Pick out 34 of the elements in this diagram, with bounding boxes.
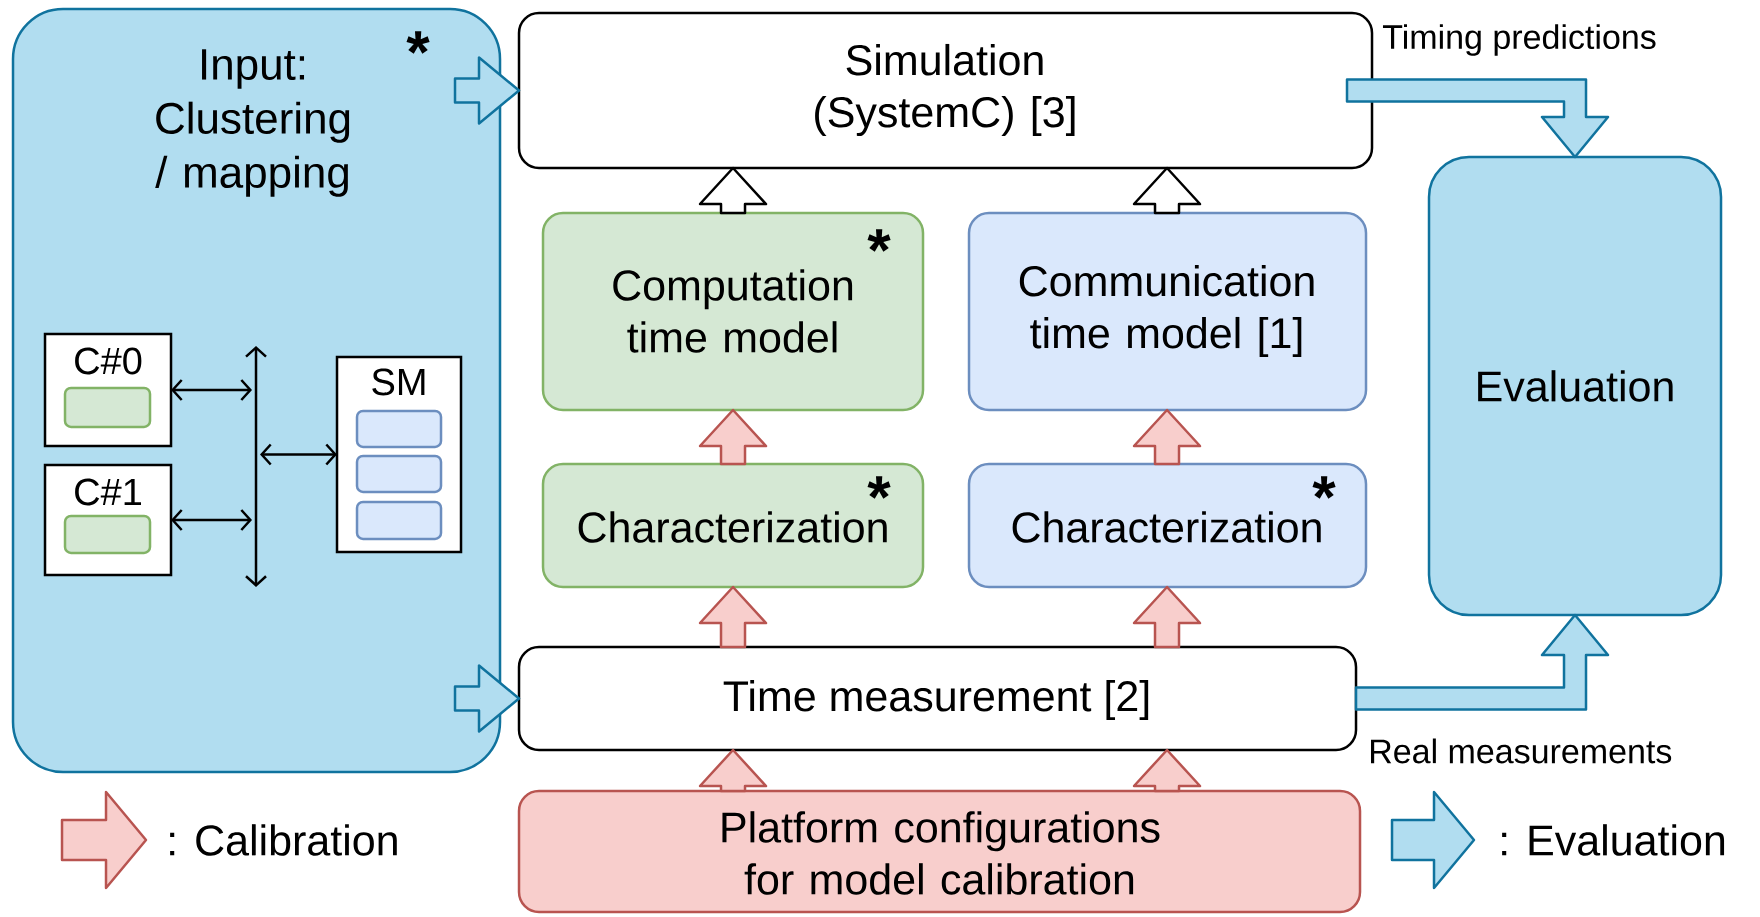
double-arrow	[171, 509, 252, 531]
bus-line	[245, 346, 267, 587]
double-arrow	[171, 379, 252, 401]
legend-text: : Evaluation	[1502, 824, 1725, 856]
process-box: Platform configurations for model calibration	[517, 789, 1362, 914]
block-arrow	[453, 664, 521, 733]
process-box: Simulation (SystemC) [3]	[517, 11, 1374, 170]
evaluation-box: Evaluation	[1427, 155, 1723, 617]
edge-label: Timing predictions	[1383, 24, 1656, 56]
block-arrow	[698, 408, 768, 466]
block-arrow	[1354, 613, 1610, 711]
double-arrow	[260, 443, 337, 466]
edge-label: Real measurements	[1371, 738, 1672, 764]
block-arrow	[1132, 748, 1202, 793]
block-arrow	[698, 166, 768, 215]
small-block	[355, 409, 443, 449]
block-arrow	[1132, 166, 1202, 215]
small-block	[63, 386, 152, 429]
block-arrow	[1345, 78, 1610, 159]
block-arrow	[698, 585, 768, 649]
small-block	[63, 514, 152, 555]
legend-text: : Calibration	[170, 824, 397, 856]
asterisk-mark: *	[867, 229, 891, 252]
block-arrow	[1132, 585, 1202, 649]
block-arrow	[453, 56, 521, 125]
block-arrow	[698, 748, 768, 793]
process-box: Time measurement [2]	[517, 645, 1358, 752]
process-box: Communication time model [1]	[967, 211, 1368, 412]
small-block	[355, 454, 443, 494]
asterisk-mark: *	[406, 31, 430, 54]
small-block	[355, 500, 443, 541]
asterisk-mark: *	[1312, 476, 1336, 499]
block-arrow	[1132, 408, 1202, 466]
asterisk-mark: *	[867, 476, 891, 499]
